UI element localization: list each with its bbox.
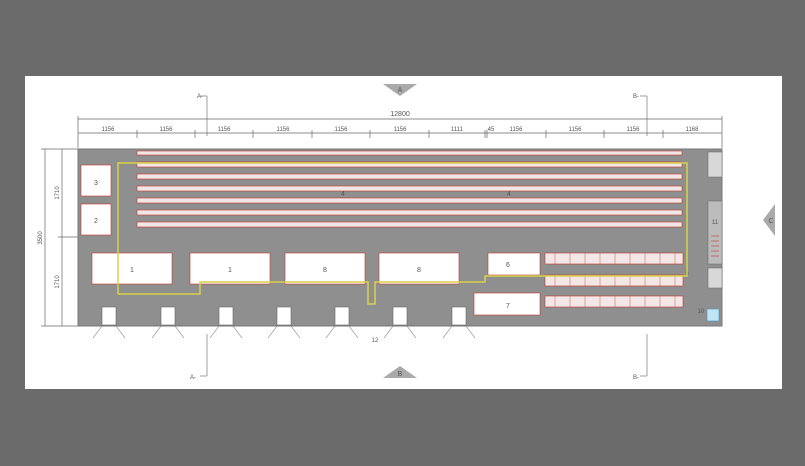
zone-1b: [189, 252, 271, 285]
section-label-top-left: A-: [197, 94, 203, 100]
short-racks: [544, 252, 684, 308]
rack-rows: [136, 150, 683, 228]
segment-dim-8: 45: [488, 127, 495, 133]
segment-dim-4: 1156: [277, 127, 291, 133]
segment-dimension-line: [78, 130, 722, 138]
short-rack-hatching: [554, 253, 676, 307]
view-marker-bottom-label: B: [398, 371, 403, 378]
zone-7: [473, 292, 541, 316]
zone-3-label: 3: [94, 180, 98, 187]
drawing-sheet: A B C A- B- A- B- 12: [25, 76, 782, 389]
zone-8b: [378, 252, 460, 285]
zone-1a: [91, 252, 173, 285]
dock-door-swings: [92, 325, 476, 339]
section-label-top-right: B-: [633, 94, 639, 100]
view-marker-top[interactable]: A: [383, 84, 417, 96]
segment-dim-2: 1156: [160, 127, 174, 133]
vertical-dimension-lines: [41, 148, 78, 327]
zone-1b-label: 1: [228, 267, 232, 274]
segment-dim-12: 1168: [686, 127, 700, 133]
zone-10: [706, 308, 720, 322]
section-label-bottom-left: A-: [190, 375, 196, 381]
zone-2: [80, 203, 112, 236]
rack-label-b: 4: [507, 191, 511, 198]
zone-8a: [284, 252, 366, 285]
segment-dim-7: 1111: [451, 127, 464, 133]
zone-3: [80, 164, 112, 197]
view-marker-top-label: A: [398, 87, 403, 94]
segment-dim-10: 1156: [569, 127, 583, 133]
dock-doors: [101, 306, 467, 326]
view-marker-bottom[interactable]: B: [383, 366, 417, 378]
zone-1a-label: 1: [130, 267, 134, 274]
vertical-overall-dimension: 3500: [38, 231, 44, 245]
zone-8b-label: 8: [417, 267, 421, 274]
service-strip: [707, 151, 723, 289]
segment-dim-9: 1156: [510, 127, 524, 133]
zone-6-label: 6: [506, 262, 510, 269]
marker-11: 11: [712, 220, 719, 226]
view-marker-right-label: C: [768, 218, 773, 225]
zone-2-label: 2: [94, 218, 98, 225]
zone-8a-label: 8: [323, 267, 327, 274]
section-label-bottom-right: B-: [633, 375, 639, 381]
floor-plan: A B C A- B- A- B- 12: [38, 84, 775, 381]
view-marker-right[interactable]: C: [763, 204, 775, 236]
dock-label: 12: [372, 338, 379, 344]
rack-label-a: 4: [341, 191, 345, 198]
segment-dim-11: 1156: [627, 127, 641, 133]
overall-dimension-line: [77, 116, 723, 148]
segment-dim-5: 1156: [335, 127, 349, 133]
segment-dim-6: 1156: [394, 127, 408, 133]
vertical-dim-2: 1710: [55, 275, 61, 289]
zone-7-label: 7: [506, 303, 510, 310]
vertical-dim-1: 1710: [55, 186, 61, 200]
section-lines: [200, 95, 648, 377]
segment-dim-3: 1156: [218, 127, 232, 133]
segment-dim-1: 1156: [102, 127, 116, 133]
overall-dimension: 12800: [390, 111, 410, 118]
zone-6: [487, 252, 541, 276]
circulation-route: [117, 162, 688, 305]
marker-10: 10: [698, 309, 705, 315]
